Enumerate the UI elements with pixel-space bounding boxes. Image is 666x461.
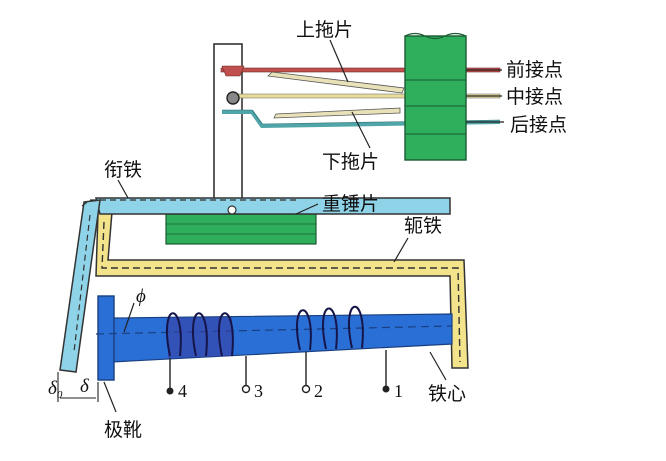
label-weight-plate: 重锤片 <box>322 193 379 215</box>
leader-armature <box>117 179 129 199</box>
leader-upper-drag-plate <box>329 39 349 83</box>
label-gap-delta0: δ0 <box>48 378 63 401</box>
core-center-line <box>95 325 453 335</box>
middle-contact-pivot <box>226 91 240 105</box>
terminal-label-2: 2 <box>314 381 323 401</box>
terminal-dot-3 <box>241 384 251 394</box>
leader-weight-plate <box>295 203 319 215</box>
leader-lower-drag-plate <box>351 111 371 149</box>
label-flux: ϕ <box>136 286 146 307</box>
weight-plate-shape <box>165 213 317 245</box>
yoke-shape <box>95 211 469 369</box>
coil-shading <box>168 317 232 358</box>
pole-shoe-shape <box>97 295 115 381</box>
leader-yoke <box>393 237 409 263</box>
coil-windings <box>165 305 364 357</box>
gap-markers <box>57 372 99 402</box>
armature-slanted <box>59 199 101 373</box>
gap-delta0-base: δ <box>48 378 58 399</box>
leader-flux <box>123 302 135 333</box>
coil-loop-1 <box>165 312 182 357</box>
terminal-dot-1 <box>382 385 390 393</box>
coil-loop-2 <box>191 312 208 357</box>
leader-iron-core <box>429 351 447 381</box>
terminal-label-3: 3 <box>254 381 263 401</box>
terminal-label-1: 1 <box>394 381 403 401</box>
coil-loop-6 <box>347 305 364 349</box>
label-pole-shoe: 极靴 <box>104 419 142 441</box>
label-iron-core: 铁心 <box>428 383 466 405</box>
terminal-leads <box>169 350 387 388</box>
label-yoke: 轭铁 <box>404 215 442 237</box>
terminal-dot-4 <box>166 387 174 395</box>
label-upper-drag-plate: 上拖片 <box>296 19 353 41</box>
armature-slant-flux <box>73 214 91 353</box>
leader-pole-shoe <box>103 381 117 413</box>
label-front-contact: 前接点 <box>506 59 563 81</box>
back-contact-spring <box>222 110 501 129</box>
iron-core-shape <box>111 313 453 363</box>
contact-block-body <box>404 35 467 161</box>
lower-drag-plate-shape <box>273 107 401 119</box>
label-gap-delta: δ <box>80 376 90 397</box>
gap-delta0-subscript: 0 <box>57 389 63 401</box>
back-contact-outline <box>222 109 501 125</box>
yoke-flux-path <box>101 221 461 363</box>
contact-block <box>404 32 467 161</box>
label-middle-contact: 中接点 <box>506 86 563 108</box>
coil-loop-5 <box>321 307 338 350</box>
coil-loop-3 <box>217 312 234 357</box>
terminal-dot-2 <box>301 384 311 394</box>
armature-flux-path <box>81 199 300 207</box>
coil-loop-4 <box>295 309 312 351</box>
upper-drag-plate-shape <box>267 71 405 94</box>
label-lower-drag-plate: 下拖片 <box>322 151 379 173</box>
armature-pivot <box>227 205 237 215</box>
terminal-label-4: 4 <box>178 381 187 401</box>
label-back-contact: 后接点 <box>510 114 567 136</box>
contact-block-top-edge <box>404 32 467 40</box>
front-contact-tip <box>221 65 245 77</box>
label-armature: 衔铁 <box>104 159 142 181</box>
